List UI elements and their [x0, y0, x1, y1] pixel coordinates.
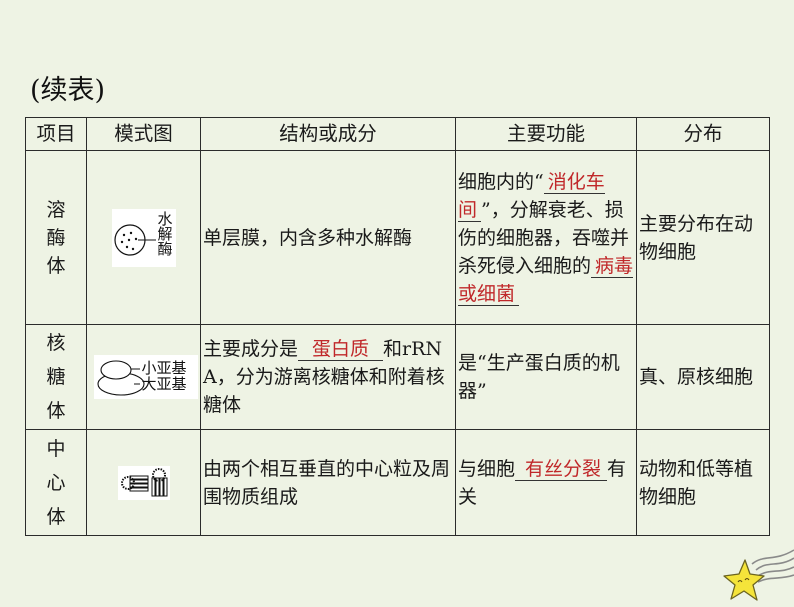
distribution-centrosome: 动物和低等植物细胞 [636, 429, 770, 536]
function-text: 与细胞 [458, 457, 516, 480]
structure-text: 和rRNA，分为游离核糖体和附着核糖体 [203, 338, 445, 416]
header-item: 项目 [25, 117, 87, 151]
diagram-lysosome-cell: 水 解 酶 [86, 150, 201, 325]
item-char: 糖 [46, 366, 66, 388]
item-char: 溶 [46, 198, 66, 221]
header-diagram: 模式图 [86, 117, 201, 151]
item-char: 核 [46, 332, 66, 354]
item-char: 酶 [46, 226, 66, 249]
hydrolase-label: 水 [157, 209, 173, 228]
diagram-centrosome-cell [86, 429, 201, 536]
ribosome-diagram-icon: 小亚基 大亚基 [93, 355, 198, 399]
function-text: 细胞内的“ [458, 170, 544, 193]
table-row-ribosome: 核 糖 体 小亚基 大亚基 主要成分是蛋白质和rRNA，分为游离核糖体和附着核糖… [25, 324, 770, 430]
table-header-row: 项目 模式图 结构或成分 主要功能 分布 [25, 117, 770, 151]
function-ribosome: 是“生产蛋白质的机器” [455, 324, 637, 430]
item-char: 心 [46, 471, 66, 494]
table-row-centrosome: 中 心 体 [25, 429, 770, 536]
item-lysosome: 溶 酶 体 [25, 150, 87, 325]
table-caption: (续表) [30, 75, 106, 106]
centrosome-diagram-icon [117, 465, 170, 500]
item-char: 体 [46, 254, 66, 277]
shooting-star-icon [712, 540, 794, 603]
large-subunit-label: 大亚基 [141, 375, 187, 393]
item-centrosome: 中 心 体 [25, 429, 87, 536]
function-text: ”，分解衰老、损伤的细胞器，吞噬并杀死侵入细胞的 [458, 198, 630, 277]
header-distribution: 分布 [636, 117, 770, 151]
organelle-table: 项目 模式图 结构或成分 主要功能 分布 溶 酶 体 [25, 117, 770, 536]
structure-text: 主要成分是 [203, 338, 299, 360]
item-char: 体 [46, 400, 66, 422]
lysosome-diagram-icon: 水 解 酶 [111, 208, 176, 267]
distribution-ribosome: 真、原核细胞 [636, 324, 770, 430]
item-char: 体 [46, 505, 66, 528]
table-row-lysosome: 溶 酶 体 水 解 酶 [25, 150, 770, 325]
function-lysosome: 细胞内的“消化车间”，分解衰老、损伤的细胞器，吞噬并杀死侵入细胞的病毒或细菌 [455, 150, 637, 325]
structure-centrosome: 由两个相互垂直的中心粒及周围物质组成 [200, 429, 456, 536]
hydrolase-label: 酶 [157, 239, 173, 258]
item-char: 中 [46, 437, 66, 460]
hydrolase-label: 解 [157, 224, 173, 243]
answer-blank: 有丝分裂 [515, 457, 608, 481]
diagram-ribosome-cell: 小亚基 大亚基 [86, 324, 201, 430]
answer-blank: 蛋白质 [298, 338, 384, 361]
function-centrosome: 与细胞有丝分裂有关 [455, 429, 637, 536]
header-function: 主要功能 [455, 117, 637, 151]
small-subunit-label: 小亚基 [141, 359, 187, 377]
structure-ribosome: 主要成分是蛋白质和rRNA，分为游离核糖体和附着核糖体 [200, 324, 456, 430]
item-ribosome: 核 糖 体 [25, 324, 87, 430]
answer-blank: 消化车间 [458, 170, 605, 222]
distribution-lysosome: 主要分布在动物细胞 [636, 150, 770, 325]
header-structure: 结构或成分 [200, 117, 456, 151]
function-text: 有关 [458, 457, 627, 508]
structure-lysosome: 单层膜，内含多种水解酶 [200, 150, 456, 325]
answer-blank: 病毒或细菌 [458, 254, 634, 306]
